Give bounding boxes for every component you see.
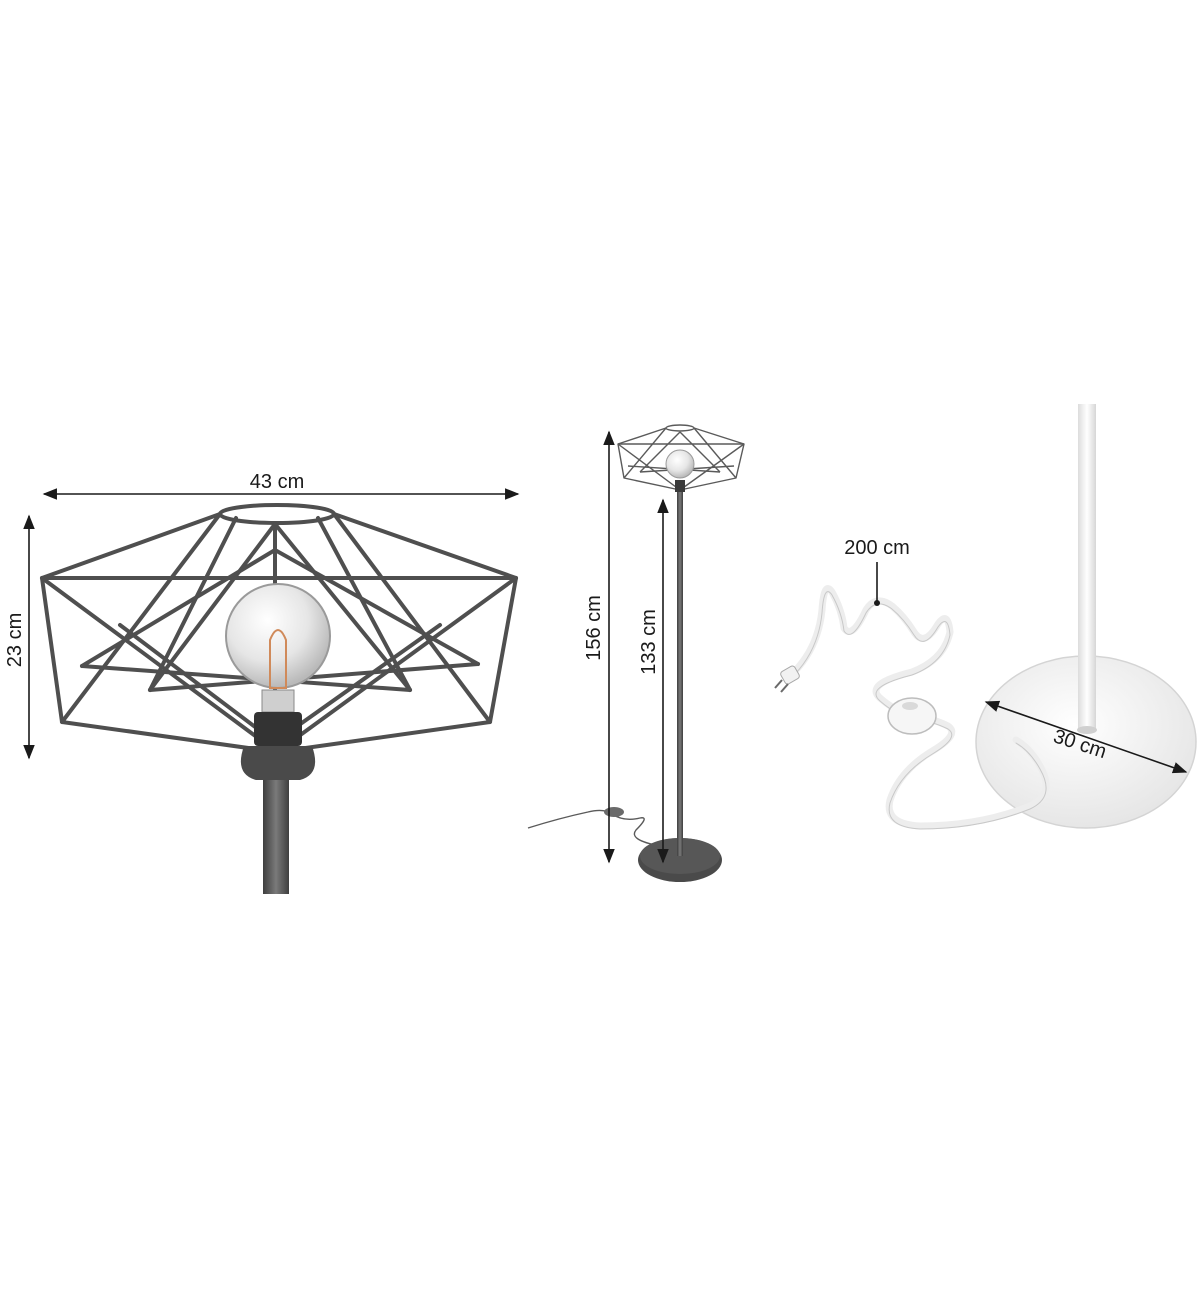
floor-cable (527, 809, 661, 847)
cable-length-label: 200 cm (844, 537, 910, 559)
wire-shade-frame (40, 503, 518, 754)
power-plug (774, 665, 800, 693)
light-bulb (225, 583, 331, 713)
cable-foot-switch (604, 807, 624, 817)
shade-width-label: 43 cm (250, 471, 304, 493)
wire-shade-small (617, 424, 745, 492)
lamp-pole-white (1078, 404, 1096, 730)
lamp-pole (677, 490, 683, 856)
shade-closeup: 43 cm 23 cm (4, 471, 520, 894)
full-floor-lamp: 156 cm 133 cm (527, 424, 745, 882)
foot-switch (887, 697, 937, 735)
base-diameter-dimension-line (984, 700, 1188, 774)
total-height-label: 156 cm (583, 595, 605, 661)
shade-height-label: 23 cm (4, 613, 26, 667)
lamp-pole-closeup (263, 760, 289, 894)
lamp-socket (240, 712, 316, 780)
pole-height-label: 133 cm (638, 609, 660, 675)
base-and-cable-closeup: 200 cm 30 cm (774, 404, 1197, 830)
